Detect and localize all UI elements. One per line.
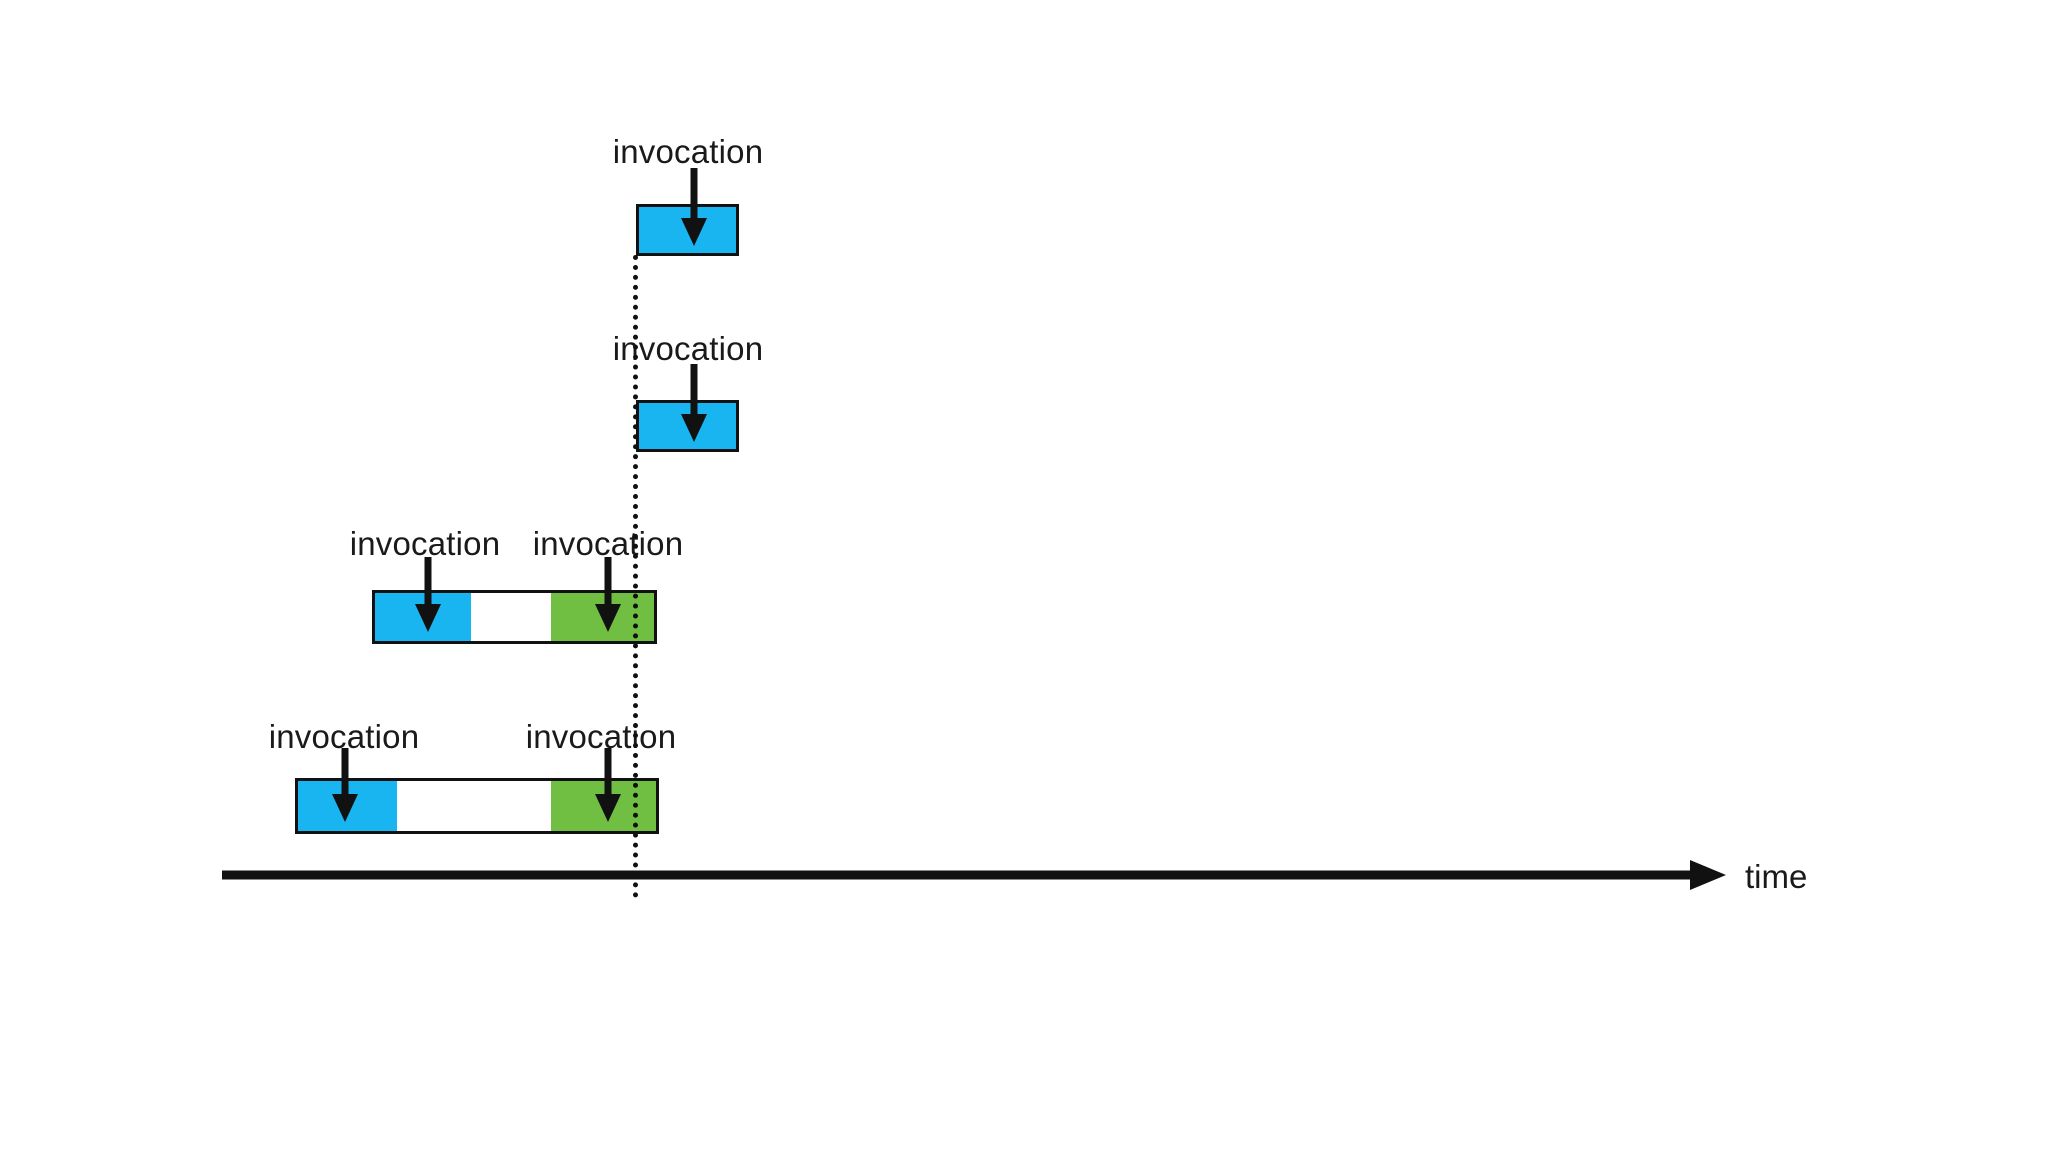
lane-4-segment-white (397, 781, 551, 831)
lane-1-invocation-label-1: invocation (612, 133, 764, 170)
lane-3-invocation-label-1: invocation (349, 525, 501, 562)
lane-3-segment-white (470, 593, 552, 641)
lane-3-invocation-arrow-2 (595, 557, 621, 632)
lane-4-invocation-label-2: invocation (525, 718, 677, 755)
time-axis-label: time (1745, 858, 1808, 895)
lane-4-invocation-label-1: invocation (268, 718, 420, 755)
lane-4-invocation-arrow-1 (332, 748, 358, 822)
lane-1-invocation-arrow-1 (681, 168, 707, 246)
lane-3-invocation-arrow-1 (415, 557, 441, 632)
cold-start-marker-line (633, 255, 638, 898)
lane-2-invocation-arrow-1 (681, 364, 707, 442)
lane-3-invocation-label-2: invocation (532, 525, 684, 562)
lane-1-bar (636, 204, 739, 256)
time-axis (222, 860, 1726, 890)
lane-4-invocation-arrow-2 (595, 748, 621, 822)
